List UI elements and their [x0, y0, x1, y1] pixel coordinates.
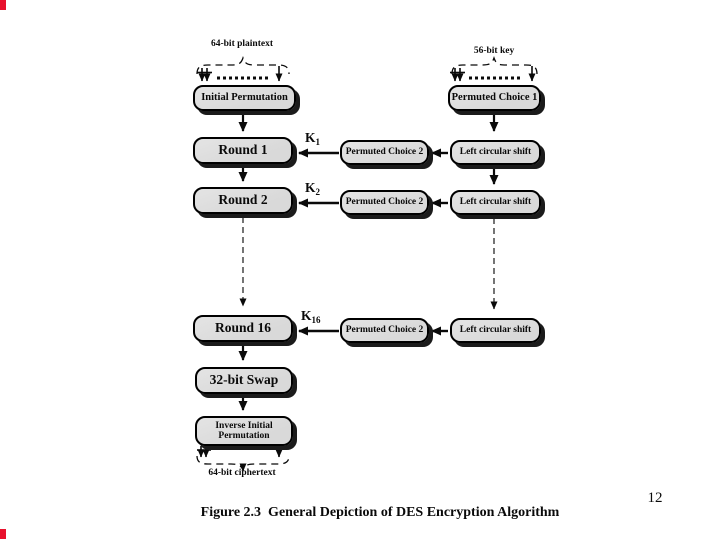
plaintext-label: 64-bit plaintext	[210, 39, 273, 49]
left-circular-shift1-box: Left circular shift	[450, 140, 541, 165]
permuted-choice2-round2-box: Permuted Choice 2	[340, 190, 429, 215]
key-label: 56-bit key	[473, 46, 515, 56]
subkey-k1-label: K1	[305, 130, 320, 147]
swap-box: 32-bit Swap	[195, 367, 293, 394]
permuted-choice2-round1-box: Permuted Choice 2	[340, 140, 429, 165]
key-input-bracket	[450, 55, 538, 82]
subkey-k16-label: K16	[301, 308, 321, 325]
subkey-k2-label: K2	[305, 180, 320, 197]
plaintext-bit-dots	[217, 76, 268, 80]
ciphertext-label: 64-bit ciphertext	[208, 468, 276, 478]
inverse-ip-line1: Inverse Initial	[215, 420, 273, 431]
k1-subscript: 1	[315, 137, 321, 147]
red-accent-mark-top	[0, 0, 6, 10]
left-circular-shift16-box: Left circular shift	[450, 318, 541, 343]
left-circular-shift2-box: Left circular shift	[450, 190, 541, 215]
inverse-initial-permutation-text: Inverse Initial Permutation	[215, 421, 272, 442]
red-accent-mark-bottom	[0, 529, 6, 539]
k2-subscript: 2	[315, 187, 321, 197]
round1-box: Round 1	[193, 137, 293, 164]
figure-caption: Figure 2.3 General Depiction of DES Encr…	[200, 505, 560, 520]
ciphertext-output-bracket	[196, 446, 290, 472]
plaintext-input-bracket	[196, 55, 290, 82]
ciphertext-bit-dots	[217, 446, 268, 450]
initial-permutation-box: Initial Permutation	[193, 85, 296, 111]
key-bit-dots	[469, 76, 520, 80]
permuted-choice1-box: Permuted Choice 1	[448, 85, 541, 111]
round2-box: Round 2	[193, 187, 293, 214]
k16-base: K	[301, 308, 312, 323]
page-number: 12	[647, 490, 663, 506]
inverse-initial-permutation-box: Inverse Initial Permutation	[195, 416, 293, 446]
k1-base: K	[305, 130, 316, 145]
inverse-ip-line2: Permutation	[218, 431, 270, 441]
k2-base: K	[305, 180, 316, 195]
k16-subscript: 16	[311, 315, 321, 325]
permuted-choice2-round16-box: Permuted Choice 2	[340, 318, 429, 343]
round16-box: Round 16	[193, 315, 293, 342]
